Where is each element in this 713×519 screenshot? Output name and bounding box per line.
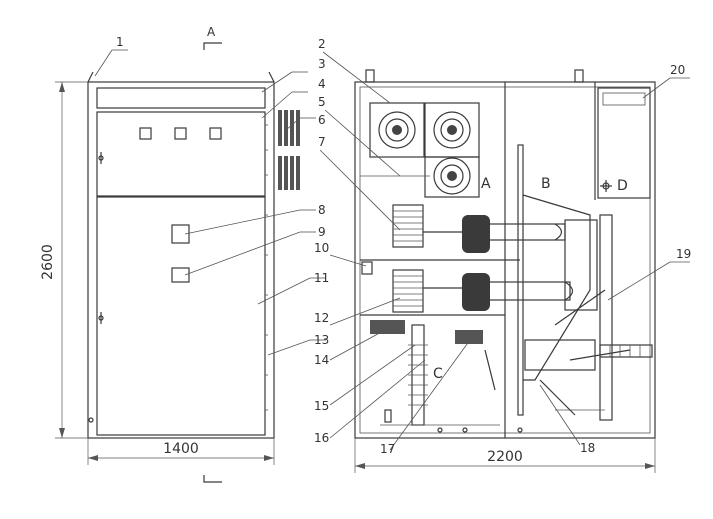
callout-numbers: 1 2 3 4 5 6 7 8 9 10 11 12 13 14 15 16 1… — [116, 35, 691, 456]
front-width-dimension: 1400 — [87, 438, 275, 465]
compartment-label-c: C — [433, 366, 443, 382]
callout-3: 3 — [318, 57, 326, 71]
callout-1: 1 — [116, 35, 124, 49]
height-label: 2600 — [40, 244, 56, 280]
callout-13: 13 — [314, 333, 329, 347]
callout-15: 15 — [314, 399, 329, 413]
callout-12: 12 — [314, 311, 329, 325]
callout-14: 14 — [314, 353, 329, 367]
callout-leaders — [94, 49, 690, 451]
front-view: A — [87, 25, 300, 483]
callout-11: 11 — [314, 271, 329, 285]
callout-4: 4 — [318, 77, 326, 91]
callout-18: 18 — [580, 441, 595, 455]
callout-9: 9 — [318, 225, 326, 239]
height-dimension: 2600 — [40, 81, 88, 439]
callout-20: 20 — [670, 63, 685, 77]
callout-19: 19 — [676, 247, 691, 261]
side-width-label: 2200 — [487, 449, 523, 465]
side-view — [354, 69, 656, 439]
callout-2: 2 — [318, 37, 326, 51]
callout-17: 17 — [380, 442, 395, 456]
callout-5: 5 — [318, 95, 326, 109]
callout-7: 7 — [318, 135, 326, 149]
side-width-dimension: 2200 — [354, 438, 656, 473]
callout-8: 8 — [318, 203, 326, 217]
callout-16: 16 — [314, 431, 329, 445]
compartment-label-d: D — [617, 178, 628, 194]
busbar-bushings — [360, 102, 480, 198]
compartment-label-b: B — [541, 176, 551, 192]
front-width-label: 1400 — [163, 441, 199, 457]
callout-10: 10 — [314, 241, 329, 255]
compartment-label-a: A — [481, 176, 491, 192]
section-mark-top: A — [207, 25, 216, 39]
callout-6: 6 — [318, 113, 326, 127]
